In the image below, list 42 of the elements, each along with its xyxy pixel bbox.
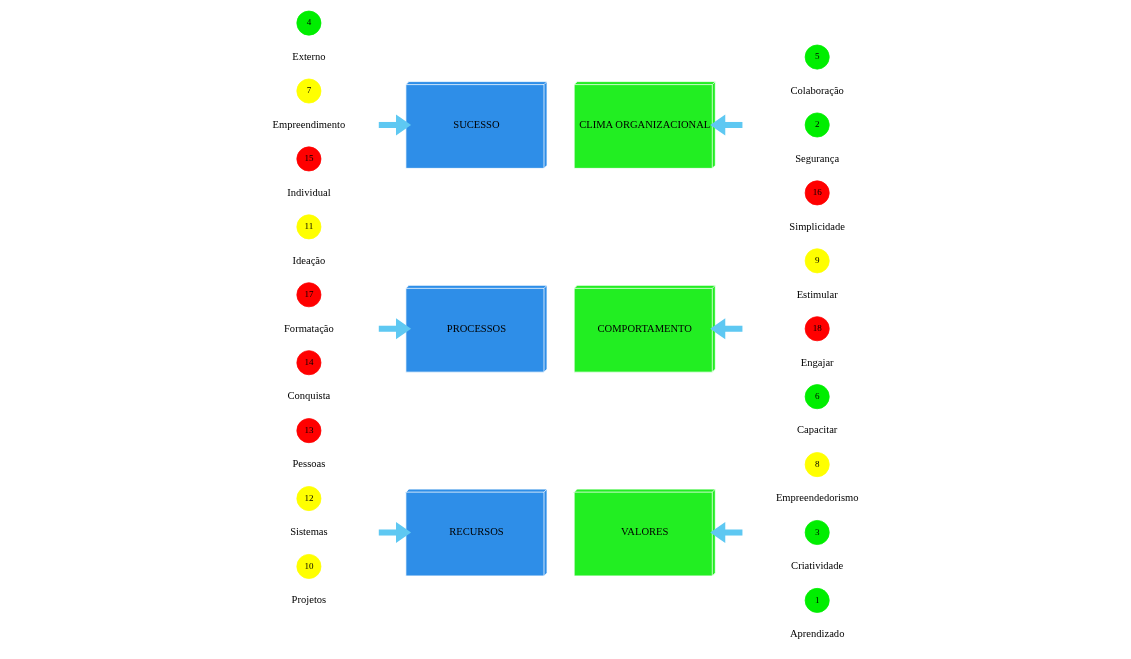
node-circle: 9	[804, 248, 830, 274]
node-circle: 3	[804, 520, 830, 545]
node-label: Aprendizado	[789, 628, 845, 640]
arrow	[378, 318, 412, 340]
node-circle: 2	[804, 112, 830, 138]
node-label: Sistemas	[290, 526, 328, 538]
arrow	[378, 114, 412, 136]
node-circle: 12	[296, 486, 322, 511]
node-label: Ideação	[292, 254, 326, 266]
node-label: Criatividade	[791, 560, 844, 572]
node-circle: 4	[296, 10, 322, 36]
node-circle: 7	[296, 78, 322, 104]
node-circle: 17	[296, 282, 322, 308]
node-label: Colaboração	[790, 84, 844, 96]
node-label: Externo	[292, 50, 326, 62]
arrow	[710, 318, 743, 340]
node-label: Empreendimento	[272, 118, 346, 130]
node-label: Simplicidade	[789, 220, 846, 232]
node-circle: 6	[804, 384, 830, 410]
node-circle: 11	[296, 214, 322, 240]
node-circle: 15	[296, 146, 322, 172]
node-label: Estimular	[796, 288, 838, 300]
arrow	[710, 114, 743, 136]
node-circle: 18	[804, 316, 830, 342]
node-circle: 1	[804, 588, 830, 613]
node-circle: 13	[296, 418, 322, 444]
node-label: Capacitar	[796, 424, 838, 436]
node-label: Formatação	[284, 322, 334, 334]
node-label: Engajar	[800, 356, 834, 368]
node-circle: 5	[804, 44, 830, 70]
arrow	[378, 521, 412, 544]
node-circle: 10	[296, 554, 322, 579]
node-label: Projetos	[291, 594, 327, 606]
node-label: Pessoas	[292, 458, 326, 470]
node-label: Conquista	[287, 390, 331, 402]
node-label: Individual	[287, 186, 331, 198]
node-circle: 14	[296, 350, 322, 376]
arrow	[710, 521, 743, 544]
node-label: Segurança	[795, 152, 840, 164]
node-circle: 16	[804, 180, 830, 206]
node-label: Empreendedorismo	[775, 492, 859, 504]
node-circle: 8	[804, 452, 830, 478]
